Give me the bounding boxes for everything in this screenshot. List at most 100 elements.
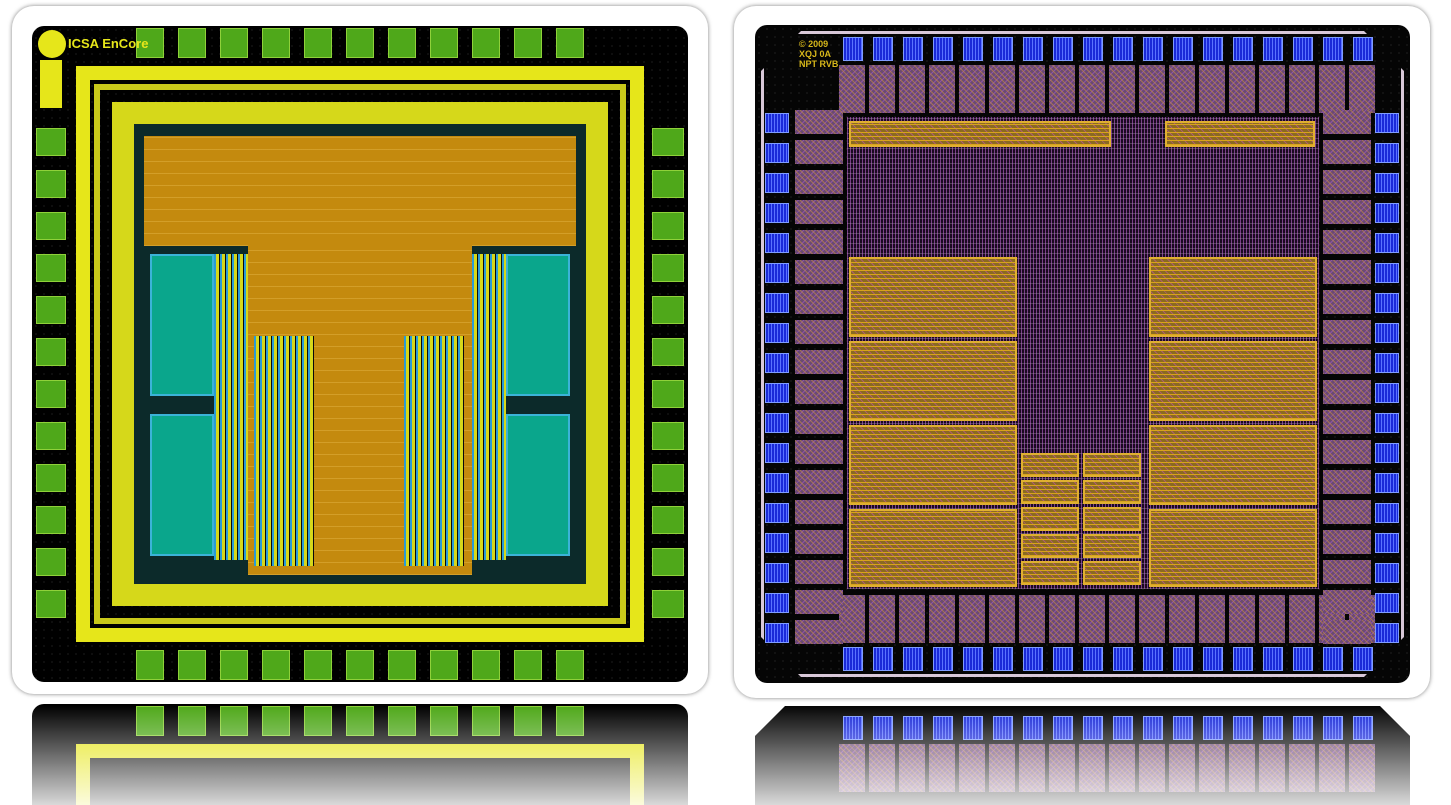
- memory-block-3: [506, 254, 570, 396]
- bond-pad: [514, 650, 542, 680]
- logo-text-title: ICSA EnCore: [68, 36, 149, 51]
- bond-pad: [1293, 647, 1313, 671]
- io-cell: [1259, 595, 1285, 643]
- io-cell: [795, 590, 843, 614]
- bond-pad: [765, 143, 789, 163]
- bond-pad: [36, 170, 66, 198]
- bond-pad: [993, 647, 1013, 671]
- bond-pad: [36, 212, 66, 240]
- bond-pad: [652, 590, 684, 618]
- bond-pad: [652, 380, 684, 408]
- bond-pad: [652, 254, 684, 282]
- io-cell: [1109, 65, 1135, 113]
- io-cell: [1019, 595, 1045, 643]
- io-cell: [1229, 595, 1255, 643]
- bond-pad: [556, 650, 584, 680]
- bond-pad: [652, 506, 684, 534]
- bond-pad: [1375, 233, 1399, 253]
- bond-pad: [765, 533, 789, 553]
- bond-pad: [652, 128, 684, 156]
- bond-pad: [1323, 37, 1343, 61]
- bond-pad: [36, 548, 66, 576]
- io-ring-mid: [94, 84, 626, 624]
- memory-periphery-1: [214, 254, 248, 560]
- core-logic-top: [144, 136, 576, 246]
- sram-left-4: [849, 509, 1017, 587]
- bond-pad: [652, 296, 684, 324]
- bond-pad: [765, 623, 789, 643]
- bond-pad: [1143, 37, 1163, 61]
- bond-pad: [1203, 37, 1223, 61]
- bond-pad: [1375, 473, 1399, 493]
- logo-text-line: NPT RVB: [799, 59, 839, 69]
- left-chip-reflection: [32, 704, 688, 805]
- bond-pad: [1113, 647, 1133, 671]
- bond-pad: [1375, 113, 1399, 133]
- io-cell: [1323, 560, 1371, 584]
- bond-pad: [1293, 37, 1313, 61]
- bond-pad: [1263, 37, 1283, 61]
- io-cell: [1289, 65, 1315, 113]
- bond-pad: [472, 28, 500, 58]
- io-cell: [1079, 595, 1105, 643]
- bond-pad: [1053, 647, 1073, 671]
- bond-pad: [1353, 647, 1373, 671]
- bond-pad: [1375, 593, 1399, 613]
- io-cell: [795, 470, 843, 494]
- bond-pad: [993, 37, 1013, 61]
- io-cell: [839, 595, 865, 643]
- io-cell: [795, 560, 843, 584]
- right-chip-reflection: [755, 706, 1410, 805]
- bond-pad: [262, 650, 290, 680]
- io-cell: [1323, 620, 1371, 644]
- io-cell: [1323, 260, 1371, 284]
- logo-text-line: XQJ 0A: [799, 49, 832, 59]
- bond-pad: [765, 293, 789, 313]
- bond-pad: [388, 28, 416, 58]
- bond-pad: [765, 353, 789, 373]
- io-cell: [795, 380, 843, 404]
- bond-pad: [1233, 647, 1253, 671]
- reflection-fade: [32, 705, 688, 805]
- logo-icon-stem: [40, 60, 62, 108]
- bond-pad: [765, 413, 789, 433]
- bond-pad: [843, 37, 863, 61]
- bond-pad: [36, 590, 66, 618]
- io-cell: [1289, 595, 1315, 643]
- io-cell: [1139, 65, 1165, 113]
- io-cell: [1323, 290, 1371, 314]
- io-cell: [1139, 595, 1165, 643]
- bond-pad: [136, 28, 164, 58]
- io-cell: [1019, 65, 1045, 113]
- sram-right-2: [1149, 341, 1317, 421]
- bond-pad: [765, 443, 789, 463]
- bond-pad: [933, 37, 953, 61]
- io-cell: [1319, 65, 1345, 113]
- bond-pad: [1375, 203, 1399, 223]
- bond-pad: [963, 37, 983, 61]
- io-ring-outer: [76, 66, 644, 642]
- bond-pad: [1375, 443, 1399, 463]
- io-cell: [1199, 65, 1225, 113]
- sram-left-1: [849, 257, 1017, 337]
- io-cell: [1229, 65, 1255, 113]
- bond-pad: [765, 473, 789, 493]
- bond-pad: [514, 28, 542, 58]
- bond-pad: [765, 203, 789, 223]
- bond-pad: [1353, 37, 1373, 61]
- memory-block-2: [150, 414, 214, 556]
- bond-pad: [765, 233, 789, 253]
- io-cell: [1323, 470, 1371, 494]
- io-cell: [1049, 65, 1075, 113]
- bond-pad: [36, 128, 66, 156]
- logo-text: © 2009 XQJ 0A NPT RVB: [799, 39, 838, 69]
- io-cell: [1323, 590, 1371, 614]
- bond-pad: [1023, 37, 1043, 61]
- bond-pad: [765, 503, 789, 523]
- bond-pad: [1375, 503, 1399, 523]
- bond-pad: [1173, 647, 1193, 671]
- bond-pad: [136, 650, 164, 680]
- bond-pad: [36, 380, 66, 408]
- io-cell: [1169, 595, 1195, 643]
- io-cell: [795, 410, 843, 434]
